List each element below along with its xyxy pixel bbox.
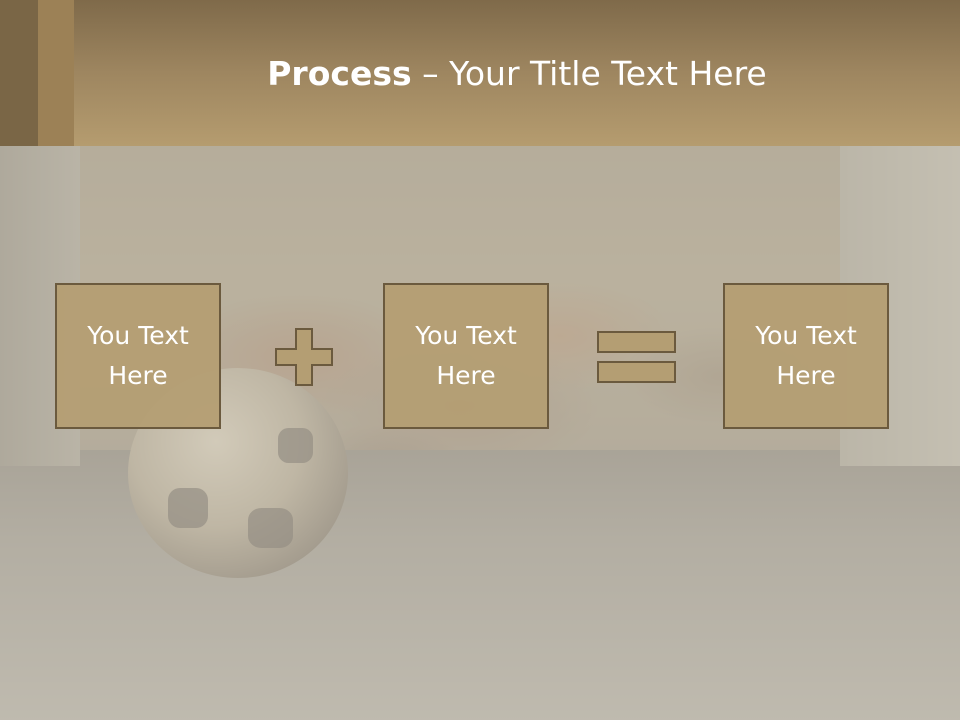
slide-title[interactable]: Process – Your Title Text Here xyxy=(74,52,960,96)
equals-icon xyxy=(597,331,676,383)
header-accent-stripe xyxy=(38,0,74,146)
header-bar: Process – Your Title Text Here xyxy=(0,0,960,146)
header-accent-stripe xyxy=(0,0,38,146)
title-bold-text: Process xyxy=(267,54,412,93)
process-box-label: You Text Here xyxy=(755,321,857,390)
process-box-1[interactable]: You Text Here xyxy=(55,283,221,429)
plus-icon xyxy=(275,328,333,386)
title-rest-text: – Your Title Text Here xyxy=(411,54,767,93)
process-box-label: You Text Here xyxy=(415,321,517,390)
process-box-2[interactable]: You Text Here xyxy=(383,283,549,429)
process-box-label: You Text Here xyxy=(87,321,189,390)
process-box-3[interactable]: You Text Here xyxy=(723,283,889,429)
